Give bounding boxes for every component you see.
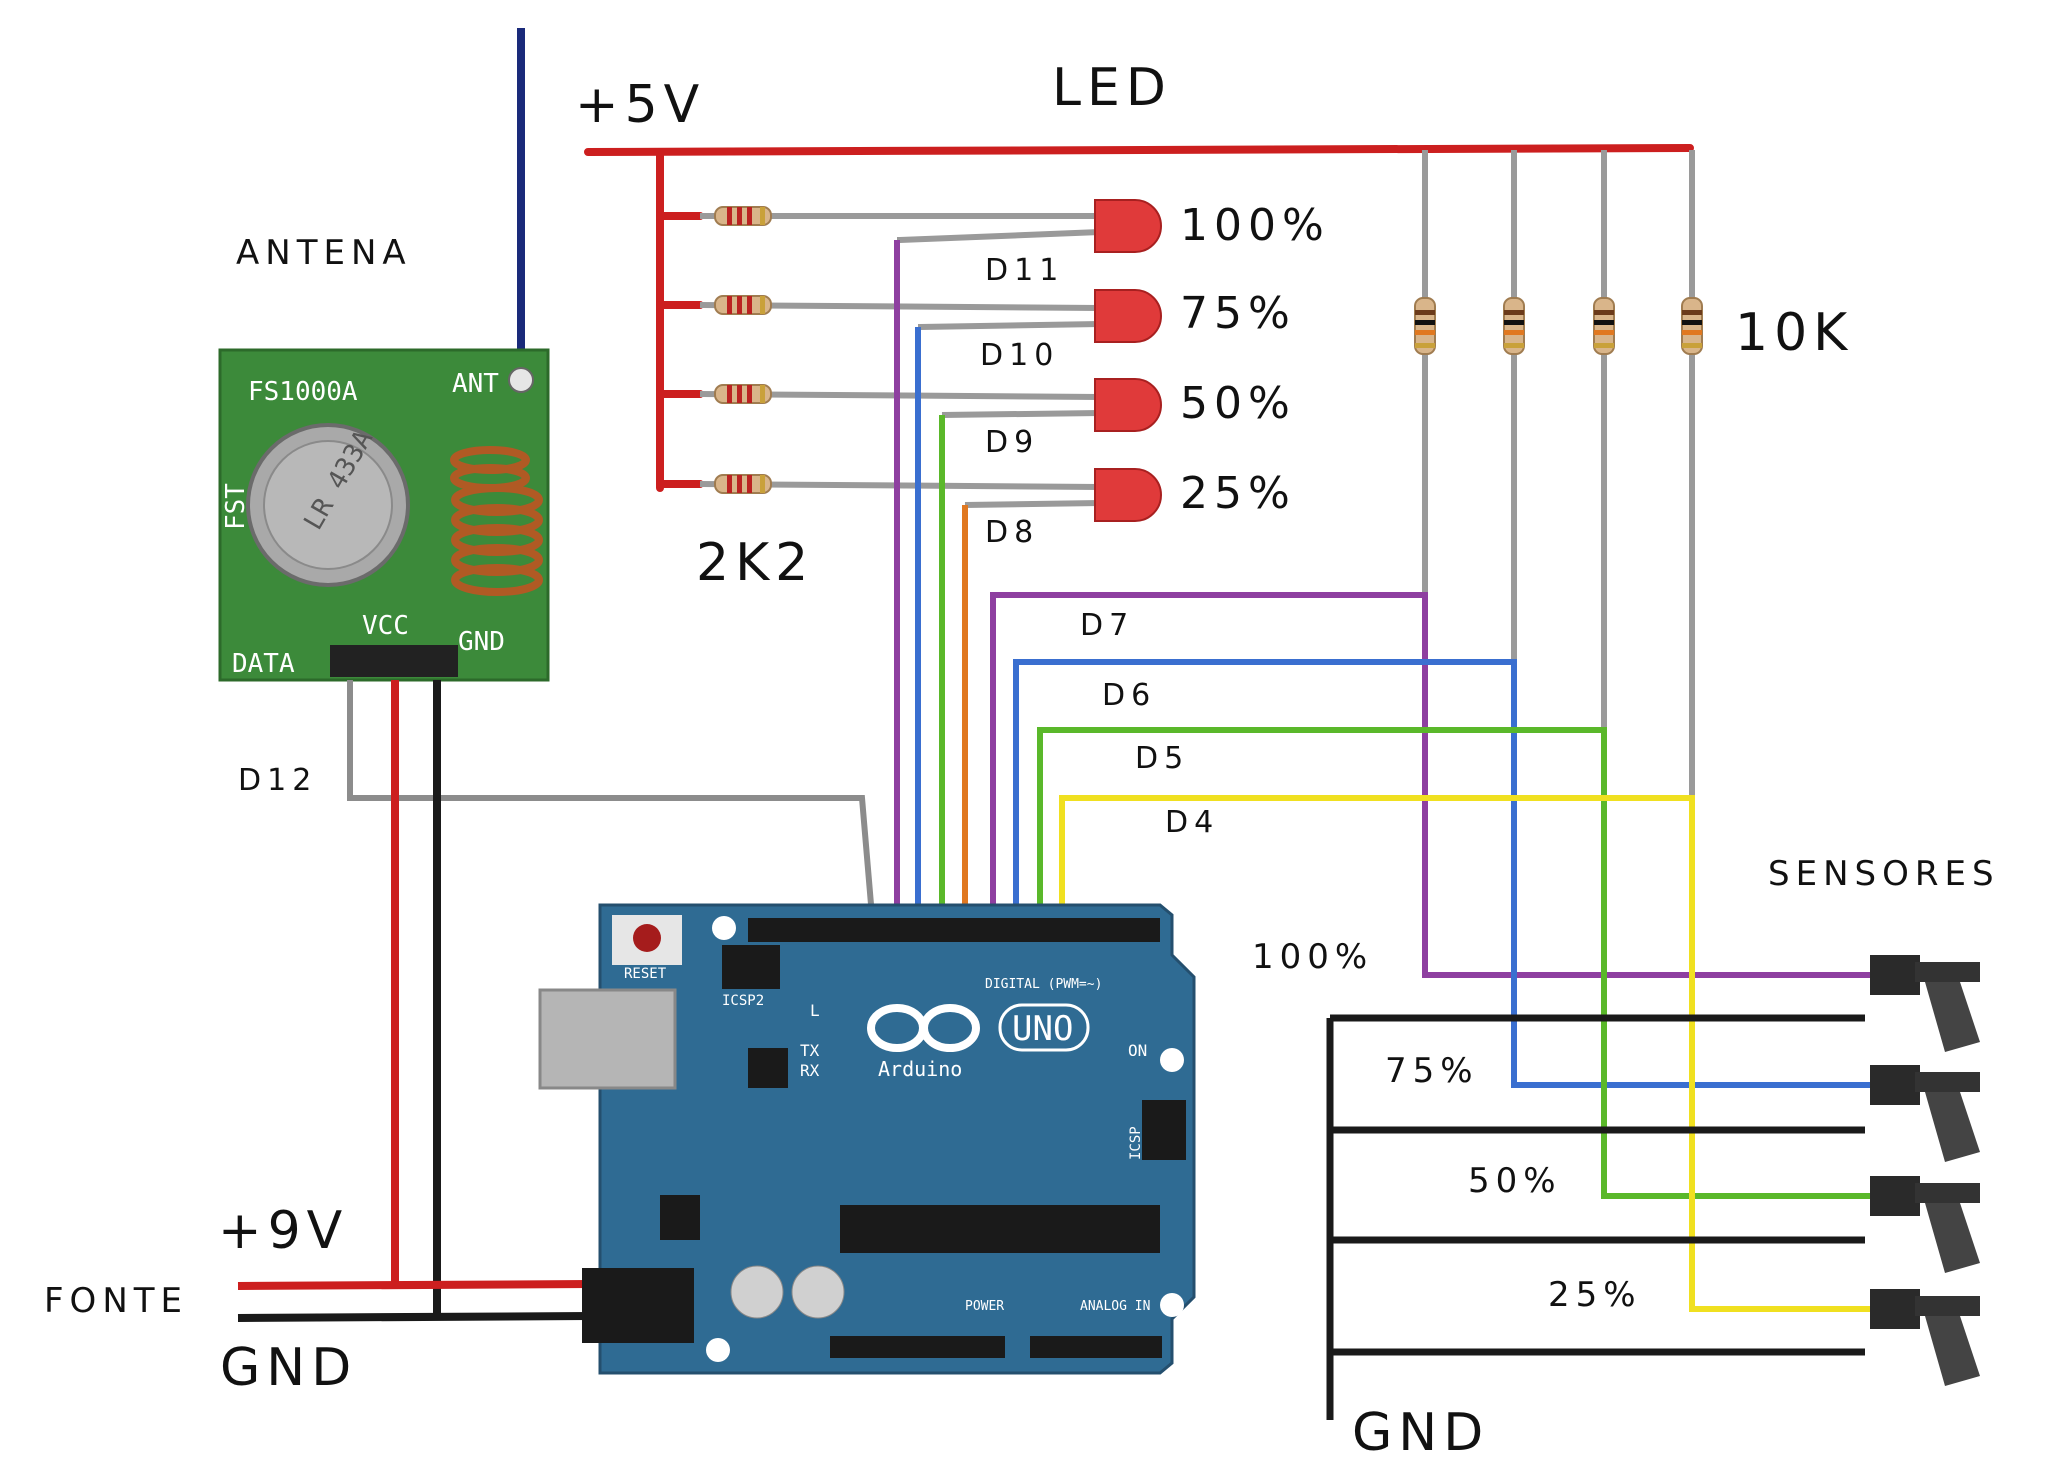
pin-d6-label: D6 <box>1102 678 1156 713</box>
float-sensors <box>1870 955 1980 1386</box>
pin-d4-label: D4 <box>1165 805 1219 840</box>
data-pin-label: DATA <box>232 649 295 679</box>
brand-label: Arduino <box>878 1057 962 1081</box>
pin-d11-label: D11 <box>985 253 1064 288</box>
led-pct-25: 25% <box>1180 468 1296 519</box>
led-pct-50: 50% <box>1180 378 1296 429</box>
plus5v-label: +5V <box>575 75 705 135</box>
analog-header <box>1030 1336 1162 1358</box>
resistor-2k2-3 <box>714 384 772 404</box>
supply-wires <box>237 680 591 1322</box>
reset-label: RESET <box>624 966 667 982</box>
resistor-2k2-1 <box>714 206 772 226</box>
fonte-label: FONTE <box>44 1281 188 1321</box>
resistor-10k-4 <box>1681 297 1703 355</box>
resistor-10k-3 <box>1593 297 1615 355</box>
resistor-2k2-2 <box>714 295 772 315</box>
pin-d10-label: D10 <box>980 338 1059 373</box>
gnd-sensors-label: GND <box>1352 1403 1489 1463</box>
sensor-resistors <box>1414 297 1703 355</box>
resistor-10k-2 <box>1503 297 1525 355</box>
float-sensor-1 <box>1870 955 1980 1052</box>
model-label: UNO <box>1012 1009 1073 1049</box>
arduino-uno-board: RESET ICSP2 DIGITAL (PWM=~) UNO Arduino … <box>538 903 1196 1375</box>
rf-coil <box>450 446 543 596</box>
arduino-logo <box>867 1003 1090 1052</box>
led-pct-100: 100% <box>1180 200 1330 251</box>
pullup-wires <box>1422 150 1695 798</box>
icsp2-label: ICSP2 <box>722 993 764 1009</box>
led-25 <box>1094 468 1162 522</box>
reset-button[interactable] <box>633 924 661 952</box>
led-resistors <box>714 206 772 494</box>
sensor-level-25: 25% <box>1548 1275 1642 1315</box>
module-header-pins <box>330 645 458 677</box>
analog-label: ANALOG IN <box>1080 1299 1150 1314</box>
sensor-gnd-bus <box>1326 1014 1865 1420</box>
sensor-level-50: 50% <box>1468 1161 1562 1201</box>
resistor-2k2-label: 2K2 <box>696 533 814 593</box>
vcc-pin-label: VCC <box>362 611 409 641</box>
wire-d7 <box>990 592 1870 978</box>
pin-d7-label: D7 <box>1080 608 1134 643</box>
ant-pin-label: ANT <box>452 369 499 399</box>
sensor-level-75: 75% <box>1385 1051 1479 1091</box>
wire-d4 <box>1059 795 1870 1312</box>
usb-connector <box>538 988 677 1090</box>
icsp-label: ICSP <box>1128 1126 1144 1160</box>
led-75 <box>1094 289 1162 343</box>
tx-label: TX <box>800 1041 820 1060</box>
d12-label: D12 <box>238 763 317 798</box>
resistor-2k2-4 <box>714 474 772 494</box>
dc-barrel-jack <box>582 1268 694 1343</box>
output-wires <box>894 240 968 928</box>
led-50 <box>1094 378 1162 432</box>
on-label: ON <box>1128 1041 1147 1060</box>
digital-header <box>748 918 1160 942</box>
pin-d8-label: D8 <box>985 515 1039 550</box>
l-led-label: L <box>810 1001 820 1020</box>
wire-d6 <box>1013 659 1870 1088</box>
pin-d9-label: D9 <box>985 425 1039 460</box>
float-sensor-4 <box>1870 1289 1980 1386</box>
leds <box>1094 199 1162 522</box>
led-100 <box>1094 199 1162 253</box>
led-pct-75: 75% <box>1180 288 1296 339</box>
gnd-supply-label: GND <box>220 1338 357 1398</box>
power-label: POWER <box>965 1299 1004 1314</box>
sensor-level-100: 100% <box>1252 937 1373 977</box>
rx-label: RX <box>800 1061 820 1080</box>
rf-transmitter-module: LR 433A FS1000A ANT FST VCC DATA GND <box>218 348 550 682</box>
wire-d12 <box>347 680 876 929</box>
resistor-10k-1 <box>1414 297 1436 355</box>
led-heading: LED <box>1052 58 1172 118</box>
antena-label: ANTENA <box>236 233 412 273</box>
maker-label: FST <box>221 483 251 530</box>
plus5v-rail <box>584 144 1694 492</box>
digital-label: DIGITAL (PWM=~) <box>985 977 1102 992</box>
module-name: FS1000A <box>248 377 358 407</box>
pin-d5-label: D5 <box>1135 741 1189 776</box>
power-header <box>830 1336 1005 1358</box>
float-sensor-3 <box>1870 1176 1980 1273</box>
atmega-chip <box>840 1205 1160 1253</box>
plus9v-label: +9V <box>218 1201 348 1261</box>
float-sensor-2 <box>1870 1065 1980 1162</box>
sensores-label: SENSORES <box>1768 854 2000 894</box>
resistor-10k-label: 10K <box>1735 303 1853 363</box>
icsp-header <box>1142 1100 1186 1160</box>
gnd-pin-label: GND <box>458 627 505 657</box>
input-wires <box>990 592 1870 1312</box>
